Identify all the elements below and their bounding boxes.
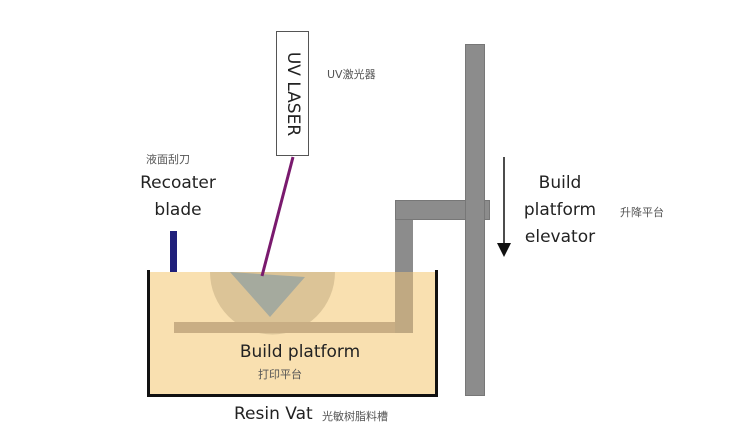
- resin: [150, 272, 436, 394]
- vat-right-wall: [435, 270, 438, 397]
- build-platform-label: Build platform: [239, 342, 361, 362]
- elevator-cn: 升降平台: [620, 206, 664, 219]
- down-arrow-icon: [497, 157, 511, 257]
- elevator-label-1: Build: [538, 173, 582, 193]
- uv-laser-cn: UV激光器: [327, 68, 376, 81]
- recoater-label-2: blade: [154, 200, 202, 220]
- watermark-logo: [210, 272, 335, 335]
- vat-bottom: [147, 394, 438, 397]
- build-platform-cn: 打印平台: [258, 368, 302, 381]
- platform-arm-vertical-submerged: [395, 272, 413, 333]
- resin-vat-label: Resin Vat: [234, 404, 313, 424]
- uv-laser-label: UV LASER: [282, 51, 303, 136]
- recoater-label-1: Recoater: [140, 173, 216, 193]
- elevator-label-3: elevator: [524, 227, 596, 247]
- uv-laser-box: UV LASER: [276, 31, 309, 156]
- build-platform-bar: [174, 322, 412, 333]
- resin-vat-cn: 光敏树脂料槽: [322, 410, 388, 423]
- elevator-tower: [465, 44, 485, 396]
- vat-left-wall: [147, 270, 150, 397]
- recoater-blade: [170, 231, 177, 272]
- recoater-cn: 液面刮刀: [146, 153, 190, 166]
- elevator-label-2: platform: [523, 200, 597, 220]
